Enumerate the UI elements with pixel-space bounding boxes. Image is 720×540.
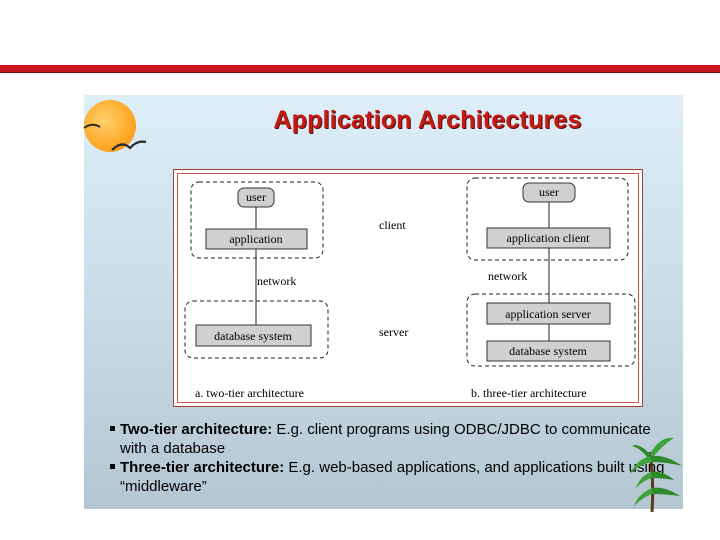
- bullet-term: Two-tier architecture:: [120, 421, 273, 438]
- two-tier-database-node: [195, 324, 312, 347]
- two-tier-client-box: [190, 181, 324, 259]
- sun-icon: [84, 100, 136, 152]
- three-tier-application-server-label: application server: [505, 307, 591, 321]
- three-tier-database-node: [486, 340, 611, 362]
- three-tier-server-box: [466, 293, 636, 367]
- bullet-two-tier: Two-tier architecture: E.g. client progr…: [110, 420, 670, 458]
- three-tier-application-server-node: [486, 302, 611, 325]
- three-tier-application-client-node: [486, 227, 611, 249]
- bullet-text: E.g. web-based applications, and applica…: [120, 459, 665, 495]
- three-tier-network-label: network: [488, 269, 527, 283]
- three-tier-application-client-label: application client: [507, 231, 591, 245]
- three-tier-user-label: user: [539, 185, 559, 199]
- slide-title: Application Architectures: [273, 106, 582, 134]
- two-tier-caption: a. two-tier architecture: [195, 386, 304, 400]
- three-tier-client-box: [466, 177, 629, 261]
- top-accent-bar: [0, 65, 720, 73]
- palm-tree-icon: [630, 437, 682, 512]
- three-tier-caption: b. three-tier architecture: [471, 386, 587, 400]
- bird-icon: [83, 123, 147, 151]
- three-tier-user-node: [522, 182, 576, 203]
- bullet-term: Three-tier architecture:: [120, 459, 285, 476]
- two-tier-user-node: [237, 187, 275, 208]
- client-tier-label: client: [379, 218, 406, 232]
- two-tier-user-label: user: [246, 190, 266, 204]
- architecture-diagram: user application network database system…: [173, 169, 643, 407]
- two-tier-application-node: [205, 228, 308, 250]
- two-tier-database-label: database system: [214, 329, 292, 343]
- two-tier-network-label: network: [257, 274, 296, 288]
- bullet-square-icon: [110, 464, 115, 469]
- two-tier-application-label: application: [229, 232, 282, 246]
- three-tier-database-label: database system: [509, 344, 587, 358]
- server-tier-label: server: [379, 325, 408, 339]
- bullet-list: Two-tier architecture: E.g. client progr…: [110, 420, 670, 496]
- bullet-text: E.g. client programs using ODBC/JDBC to …: [120, 421, 651, 457]
- bullet-square-icon: [110, 426, 115, 431]
- bullet-three-tier: Three-tier architecture: E.g. web-based …: [110, 458, 670, 496]
